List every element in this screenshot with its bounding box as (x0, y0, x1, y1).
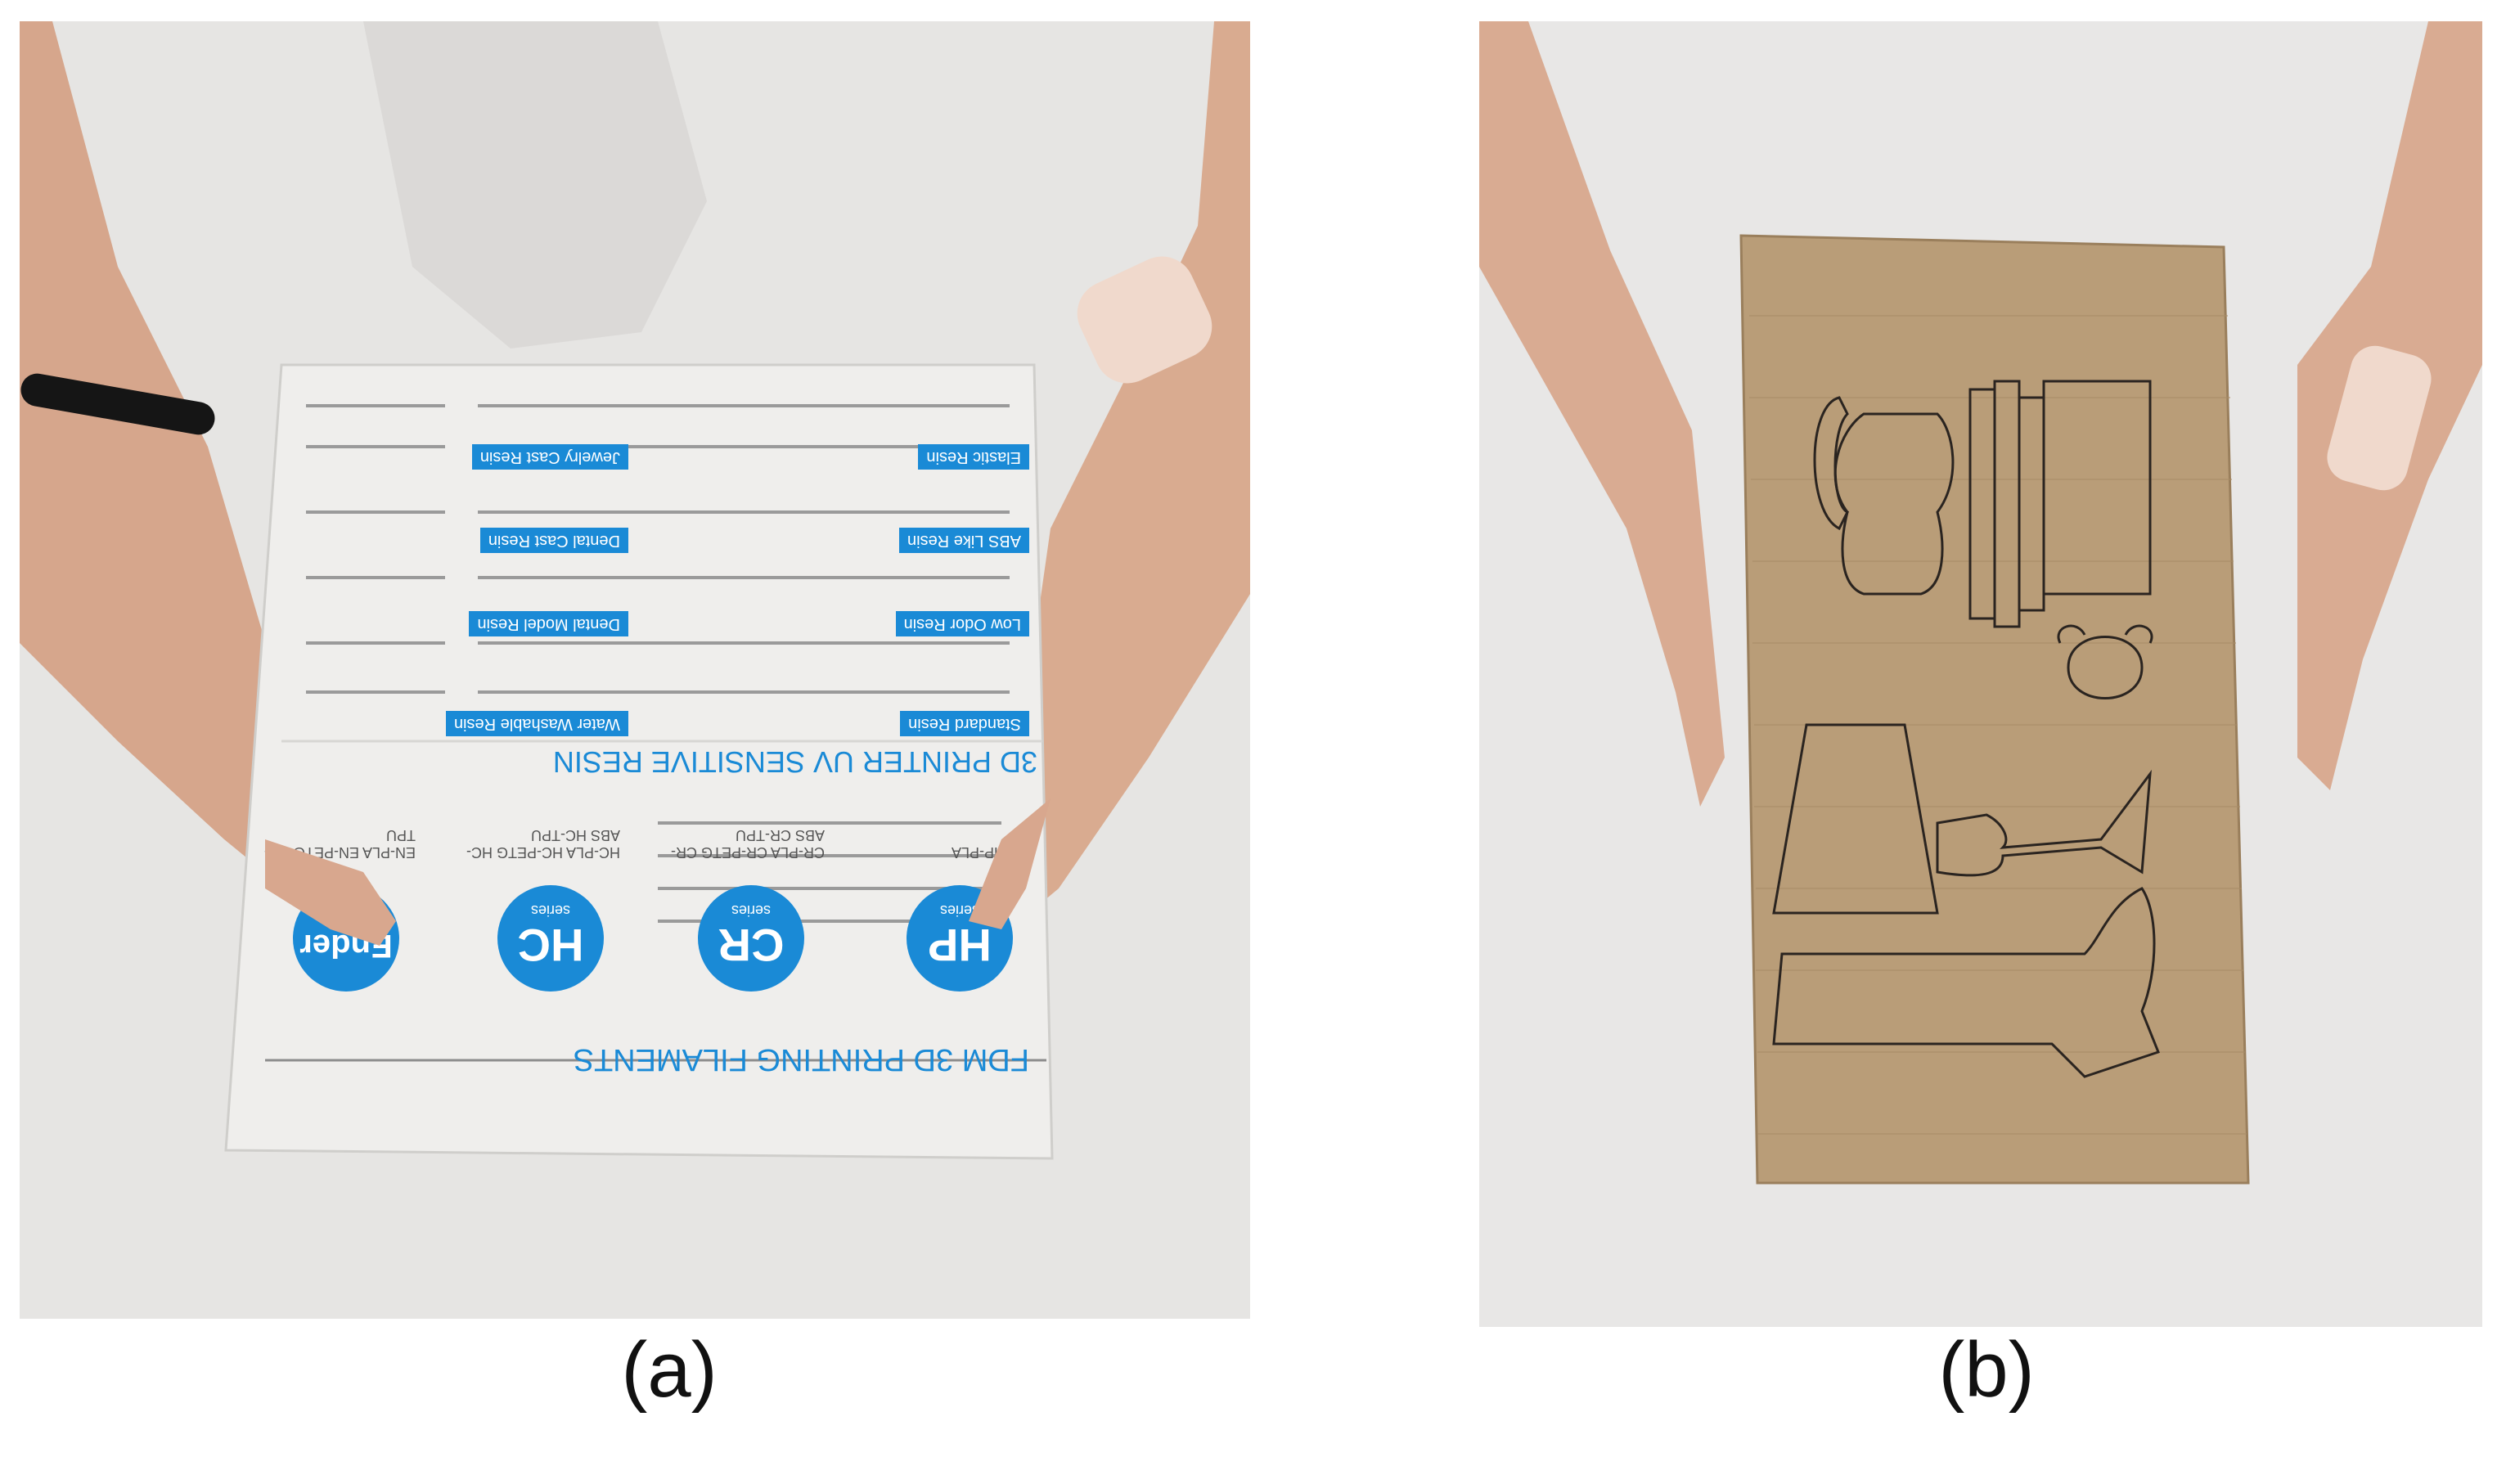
photo-panel-a: FDM 3D PRINTING FILAMENTS HP series CR s… (20, 21, 1250, 1319)
thumbs-overlay (265, 798, 1051, 946)
caption-b: (b) (1938, 1326, 2035, 1414)
stacked-books-drawing (1968, 380, 2152, 628)
caption-a: (a) (621, 1326, 718, 1414)
alarm-clock-drawing (2057, 624, 2153, 699)
boot-drawing (1772, 887, 2160, 1078)
table-lamp-drawing (1772, 723, 2152, 915)
photo-a-illustration (20, 21, 1250, 1319)
photo-b-illustration (1479, 21, 2482, 1327)
telephone-drawing (1813, 396, 1850, 531)
photo-panel-b (1479, 21, 2482, 1327)
vase-drawing (1833, 412, 1955, 596)
